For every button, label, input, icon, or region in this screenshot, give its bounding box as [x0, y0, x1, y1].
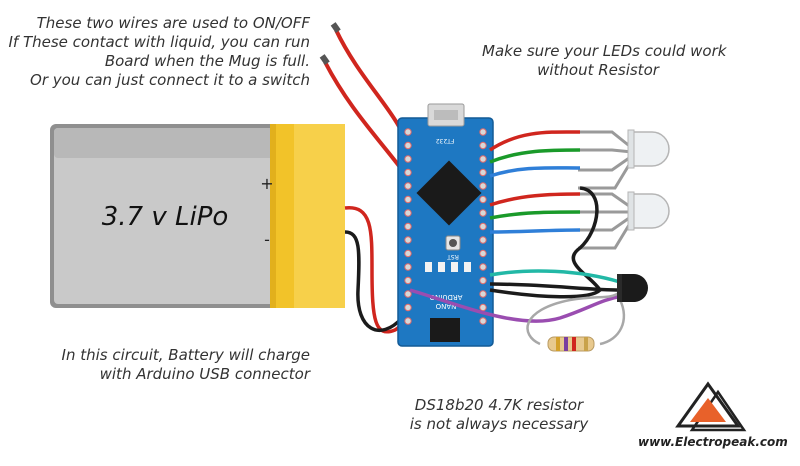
note-line: DS18b20 4.7K resistor: [414, 396, 584, 414]
sensor-power-wire: [409, 288, 623, 323]
header-pin: [404, 236, 412, 244]
switch-wires-note: These two wires are used to ON/OFF If Th…: [9, 14, 311, 90]
led1-blue-wire: [489, 166, 581, 178]
led1-green-wire: [489, 148, 581, 164]
header-pin: [404, 182, 412, 190]
header-pin: [404, 317, 412, 325]
led2-green-wire: [489, 210, 581, 220]
header-pin: [479, 128, 487, 136]
resistor-4k7: [547, 336, 595, 352]
header-pin: [479, 303, 487, 312]
header-pin: [479, 195, 487, 204]
rgb-led-2: [578, 191, 670, 250]
led1-red-wire: [489, 130, 581, 152]
header-pin: [479, 236, 487, 244]
sensor-ground-wire: [489, 282, 621, 292]
board-name: ARDUINO: [429, 293, 462, 301]
note-line: without Resistor: [537, 61, 659, 79]
header-pin: [404, 303, 412, 312]
sensor-data-wire: [489, 269, 621, 284]
led2-blue-wire: [489, 228, 581, 234]
header-pin: [404, 195, 412, 204]
header-pin: [404, 263, 412, 271]
header-pin: [404, 290, 412, 298]
note-line: is not always necessary: [409, 415, 589, 433]
header-pin: [404, 168, 412, 177]
electropeak-logo: [675, 381, 747, 432]
note-line: If These contact with liquid, you can ru…: [8, 33, 311, 51]
header-pin: [404, 222, 412, 231]
header-pin: [404, 276, 412, 285]
header-pin: [404, 155, 412, 163]
board-chip-label: FT232: [436, 137, 455, 144]
ds18b20-sensor: [617, 274, 648, 302]
header-pin: [479, 276, 487, 285]
left-pin-header: [404, 128, 412, 325]
right-pin-header: [479, 128, 487, 325]
header-pin: [479, 141, 487, 150]
header-pin: [479, 222, 487, 231]
header-pin: [404, 128, 412, 136]
led-ground-wire: [489, 186, 603, 299]
website-url: www.Electropeak.com: [638, 435, 788, 449]
board-model: NANO: [435, 302, 456, 310]
resistor-leads: [526, 290, 626, 346]
battery-plus-sign: +: [260, 174, 273, 193]
switch-wire-1: [334, 29, 410, 146]
header-pin: [404, 141, 412, 150]
note-line: Or you can just connect it to a switch: [30, 71, 310, 89]
header-pin: [479, 249, 487, 258]
note-line: In this circuit, Battery will charge: [61, 346, 310, 364]
rgb-led-1: [578, 129, 670, 190]
switch-wire-tip-2: [319, 54, 330, 65]
note-line: Make sure your LEDs could work: [482, 42, 727, 60]
leds-note: Make sure your LEDs could work without R…: [482, 42, 727, 80]
switch-wire-tip-1: [330, 22, 341, 33]
switch-wire-2: [323, 61, 408, 177]
header-pin: [404, 209, 412, 217]
header-pin: [404, 249, 412, 258]
note-line: with Arduino USB connector: [99, 365, 310, 383]
battery-label: 3.7 v LiPo: [102, 202, 229, 232]
header-pin: [479, 263, 487, 271]
header-pin: [479, 182, 487, 190]
led2-red-wire: [489, 192, 581, 207]
note-line: These two wires are used to ON/OFF: [36, 14, 310, 32]
lipo-battery: 3.7 v LiPo + -: [50, 124, 345, 308]
header-pin: [479, 290, 487, 298]
note-line: Board when the Mug is full.: [104, 52, 310, 70]
battery-minus-sign: -: [264, 230, 270, 249]
header-pin: [479, 168, 487, 177]
board-reset-label: RST: [447, 253, 459, 260]
header-pin: [479, 155, 487, 163]
battery-note: In this circuit, Battery will charge wit…: [58, 346, 310, 384]
header-pin: [479, 209, 487, 217]
header-pin: [479, 317, 487, 325]
sensor-note: DS18b20 4.7K resistor is not always nece…: [400, 396, 598, 434]
